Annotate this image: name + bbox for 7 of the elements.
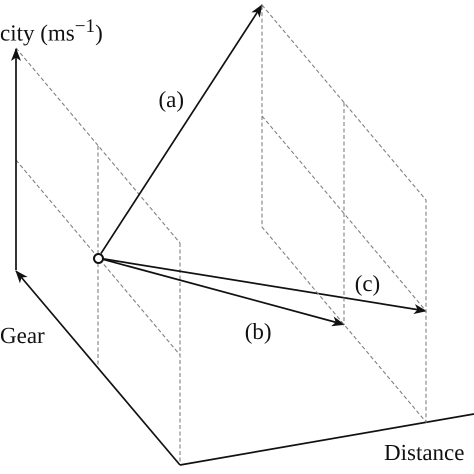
- arrow: [103, 258, 345, 326]
- arrow: [103, 258, 427, 314]
- axis-label: Distance: [384, 440, 464, 466]
- axis-label: city (ms$^{−1}$): [0, 16, 103, 46]
- arrow: [100, 4, 263, 254]
- axis-label: Gear: [0, 323, 45, 348]
- start-point: [92, 252, 104, 264]
